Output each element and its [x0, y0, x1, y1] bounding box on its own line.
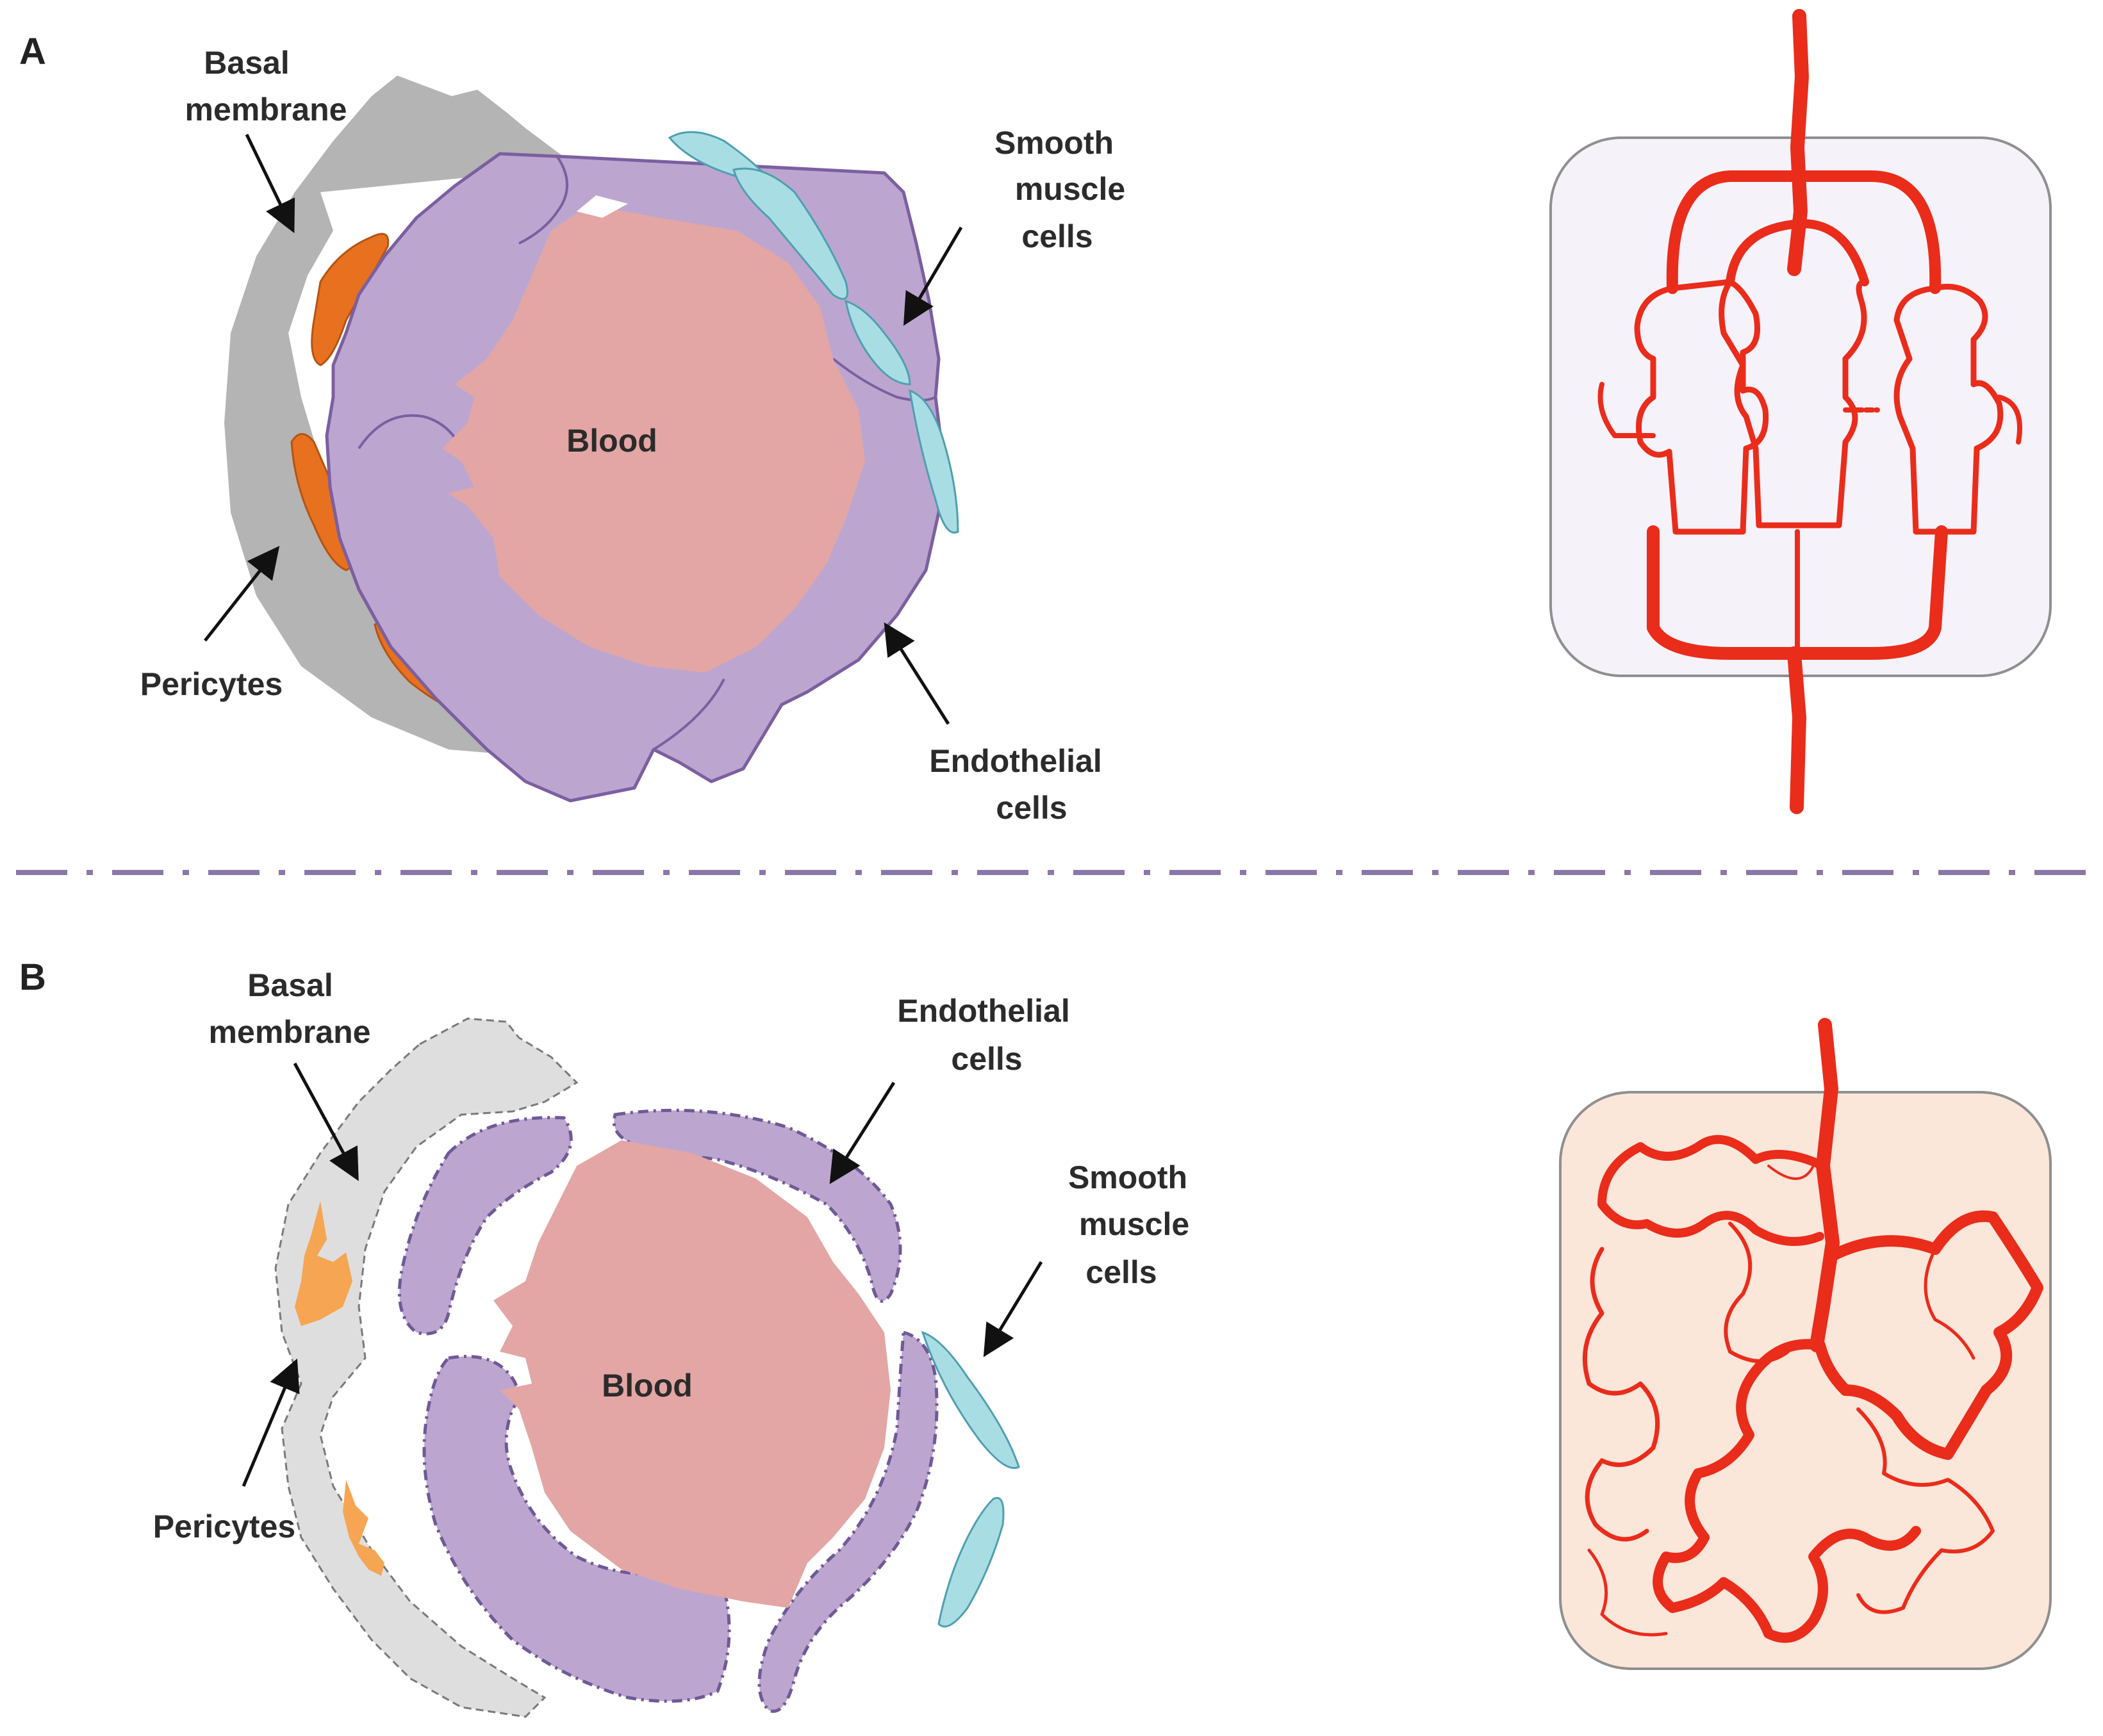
- smooth-label-line-3: cells: [1021, 218, 1093, 254]
- smooth-label-line-1: Smooth: [994, 125, 1114, 161]
- main-trunk-vessel: [1787, 9, 1809, 276]
- arrow-smooth-muscle-a: [903, 226, 963, 326]
- label-smooth-muscle-a: Smooth muscle cells: [994, 125, 1125, 254]
- basal-membrane-normal: [224, 76, 577, 756]
- blood-label-a: Blood: [566, 423, 657, 459]
- tortuous-vessel: [1814, 1210, 2043, 1460]
- capillary-connection: [1997, 395, 2022, 445]
- lumen-gap: [577, 195, 628, 218]
- panel-b-letter: B: [19, 956, 46, 998]
- pericytes-tumor: [295, 1201, 384, 1576]
- panel-a-letter: A: [19, 31, 46, 72]
- pericyte-cell: [295, 1201, 352, 1326]
- tumor-vessel-network: [1582, 1018, 2043, 1643]
- endothelial-cell-boundary: [832, 357, 936, 402]
- tumor-vasculature-box: [1559, 1091, 2052, 1670]
- blood-lumen-tumor: [493, 1140, 891, 1608]
- label-endothelial-a: Endothelial cells: [929, 743, 1101, 826]
- top-branch-vessel: [1666, 170, 1942, 294]
- basal-label-line-1-b: Basal: [247, 967, 333, 1003]
- capillary-loop: [1719, 279, 1868, 528]
- endothelial-label-line-2-b: cells: [951, 1041, 1022, 1077]
- basal-membrane-tumor: [274, 1017, 579, 1718]
- endothelial-cell: [757, 1330, 939, 1713]
- thin-capillary: [1924, 1247, 1975, 1360]
- endothelial-label-line-1-b: Endothelial: [897, 993, 1069, 1029]
- thin-capillary: [1856, 1407, 1995, 1614]
- smooth-muscle-cell: [909, 389, 959, 534]
- arrow-basal-membrane-a: [245, 133, 295, 234]
- basal-label-line-2-b: membrane: [209, 1014, 371, 1050]
- smooth-label-line-2: muscle: [1015, 171, 1125, 207]
- smooth-muscle-tumor: [921, 1331, 1020, 1628]
- panel-b: B Blood Basal membrane Endothel: [19, 956, 2052, 1718]
- endothelial-cell: [422, 1355, 731, 1703]
- normal-vessel-network: [1597, 9, 2022, 814]
- main-trunk-vessel-lower: [1787, 646, 1806, 814]
- thin-capillary: [1724, 1222, 1790, 1363]
- pericytes-label-b: Pericytes: [153, 1509, 295, 1544]
- tortuous-trunk-vessel: [1810, 1018, 1840, 1352]
- thin-capillary: [1582, 1247, 1660, 1542]
- tortuous-vessel: [1597, 1134, 1827, 1246]
- endothelial-cell: [397, 1116, 573, 1336]
- endothelial-tumor: [397, 1108, 939, 1713]
- endothelial-label-line-1: Endothelial: [929, 743, 1101, 779]
- smooth-label-line-1-b: Smooth: [1068, 1159, 1187, 1195]
- arrow-endothelial-a: [884, 622, 950, 725]
- bottom-branch-vessel: [1647, 525, 1948, 660]
- tortuous-vessel: [1653, 1339, 1921, 1643]
- pericyte-cell: [343, 1480, 384, 1576]
- label-basal-membrane-b: Basal membrane: [209, 967, 371, 1050]
- smooth-label-line-3-b: cells: [1085, 1254, 1157, 1290]
- smooth-label-line-2-b: muscle: [1079, 1206, 1189, 1242]
- smooth-muscle-cell: [937, 1496, 1005, 1628]
- basal-label-line-1: Basal: [204, 45, 289, 81]
- arrow-pericytes-b: [242, 1358, 300, 1487]
- label-endothelial-b: Endothelial cells: [897, 993, 1069, 1077]
- capillary-loop: [1634, 279, 1769, 535]
- endothelial-cell-boundary: [358, 414, 463, 450]
- endothelial-cell-boundaries-normal: [358, 156, 936, 751]
- inner-top-branch: [1726, 219, 1869, 286]
- label-basal-membrane-a: Basal membrane: [185, 45, 347, 127]
- endothelial-cell-boundary: [652, 678, 725, 751]
- panel-a: A Blood Basa: [19, 9, 2052, 826]
- arrow-endothelial-b: [829, 1081, 896, 1184]
- arrow-smooth-muscle-b: [983, 1261, 1043, 1357]
- blood-lumen-normal: [442, 205, 865, 673]
- label-smooth-muscle-b: Smooth muscle cells: [1068, 1159, 1189, 1290]
- endothelial-cell-boundary: [518, 156, 568, 245]
- arrow-pericytes-a: [204, 546, 280, 642]
- capillary-connection: [1597, 382, 1656, 438]
- smooth-muscle-cell: [921, 1331, 1020, 1470]
- smooth-muscle-cell: [845, 299, 911, 386]
- thin-capillary: [1587, 1548, 1668, 1637]
- thin-capillary: [1767, 1165, 1815, 1180]
- pericytes-label-a: Pericytes: [140, 666, 283, 702]
- endothelial-label-line-2: cells: [996, 790, 1067, 826]
- smooth-muscle-normal: [668, 131, 959, 534]
- basal-label-line-2: membrane: [185, 92, 347, 127]
- smooth-muscle-cell: [732, 167, 848, 300]
- blood-label-b: Blood: [602, 1368, 693, 1404]
- arrow-basal-membrane-b: [293, 1062, 359, 1181]
- capillary-loop: [1893, 284, 2004, 535]
